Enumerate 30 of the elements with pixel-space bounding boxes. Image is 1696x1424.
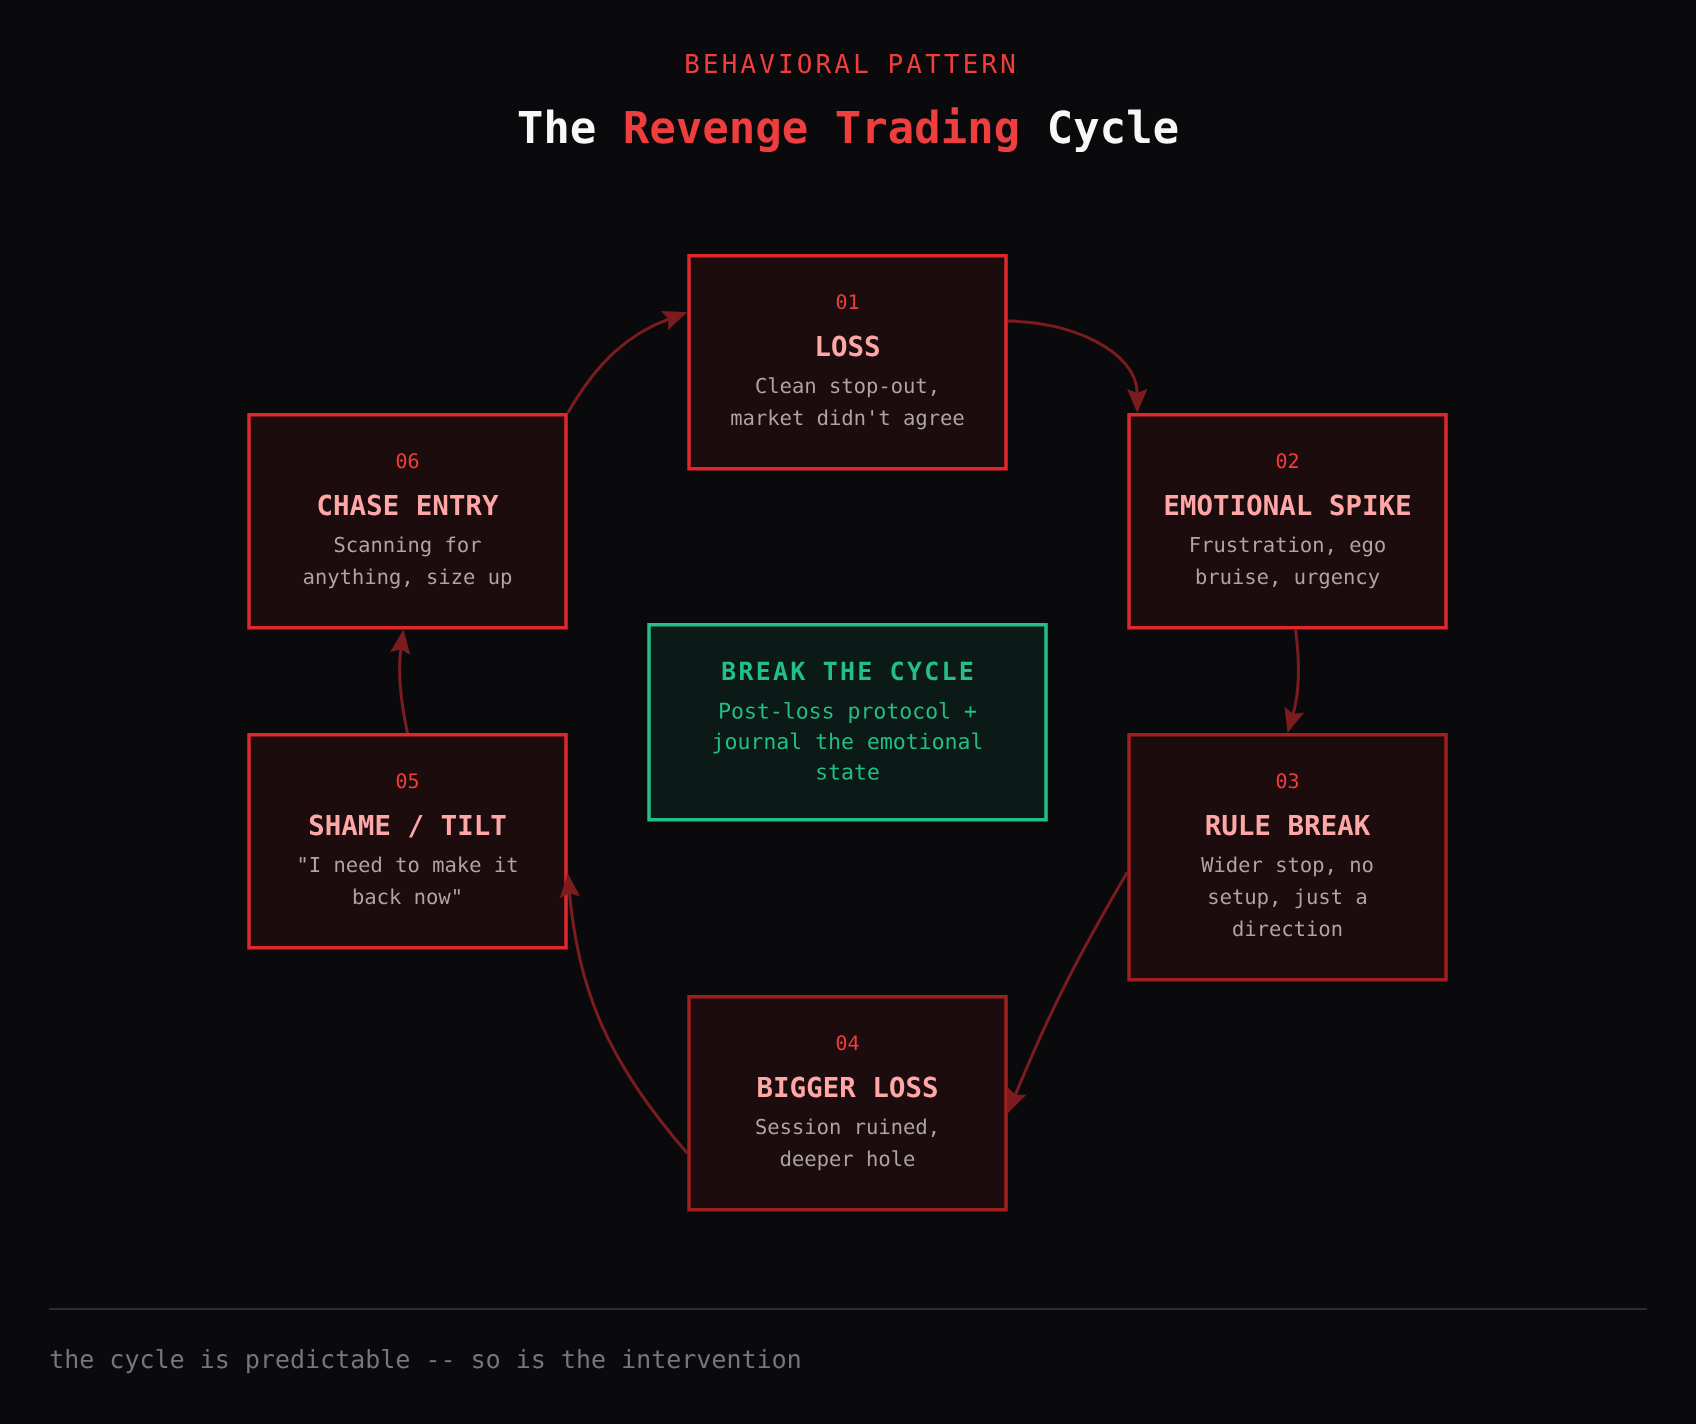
title: The Revenge Trading Cycle [518, 107, 1178, 153]
step-title: EMOTIONAL SPIKE [1165, 494, 1410, 516]
step-title: SHAME / TILT [309, 814, 506, 838]
step-box [1127, 413, 1448, 630]
step-title: LOSS [817, 335, 879, 357]
step-number: 05 [396, 773, 418, 789]
step-description: Wider stop, no setup, just a direction [1201, 856, 1373, 937]
step-number: 03 [1276, 773, 1299, 789]
step-box [247, 413, 568, 630]
step-title: CHASE ENTRY [318, 494, 499, 516]
step-box [687, 995, 1008, 1212]
step-number: 06 [396, 453, 419, 469]
step-box [247, 733, 568, 950]
caption: the cycle is predictable -- so is the intervention [50, 1348, 800, 1374]
step-number: 01 [836, 294, 859, 310]
box-text: Post-loss protocol + journal the emotional state [713, 702, 982, 780]
step-description: Session ruined, deeper hole [756, 1118, 936, 1171]
step-description: "I need to make it back now" [299, 856, 517, 905]
step-description: Clean stop-out, market didn't agree [731, 377, 964, 430]
step-title: BIGGER LOSS [758, 1076, 937, 1098]
box-heading: BREAK THE CYCLE [722, 661, 973, 681]
action-box [647, 623, 1048, 822]
step-number: 04 [836, 1035, 859, 1051]
step-box [1127, 733, 1448, 982]
eyebrow-label: BEHAVIORAL PATTERN [686, 53, 1015, 74]
step-title: RULE BREAK [1206, 814, 1371, 836]
step-number: 02 [1276, 453, 1298, 469]
step-description: Frustration, ego bruise, urgency [1191, 536, 1385, 589]
step-box [687, 254, 1008, 471]
step-description: Scanning for anything, size up [303, 536, 512, 589]
